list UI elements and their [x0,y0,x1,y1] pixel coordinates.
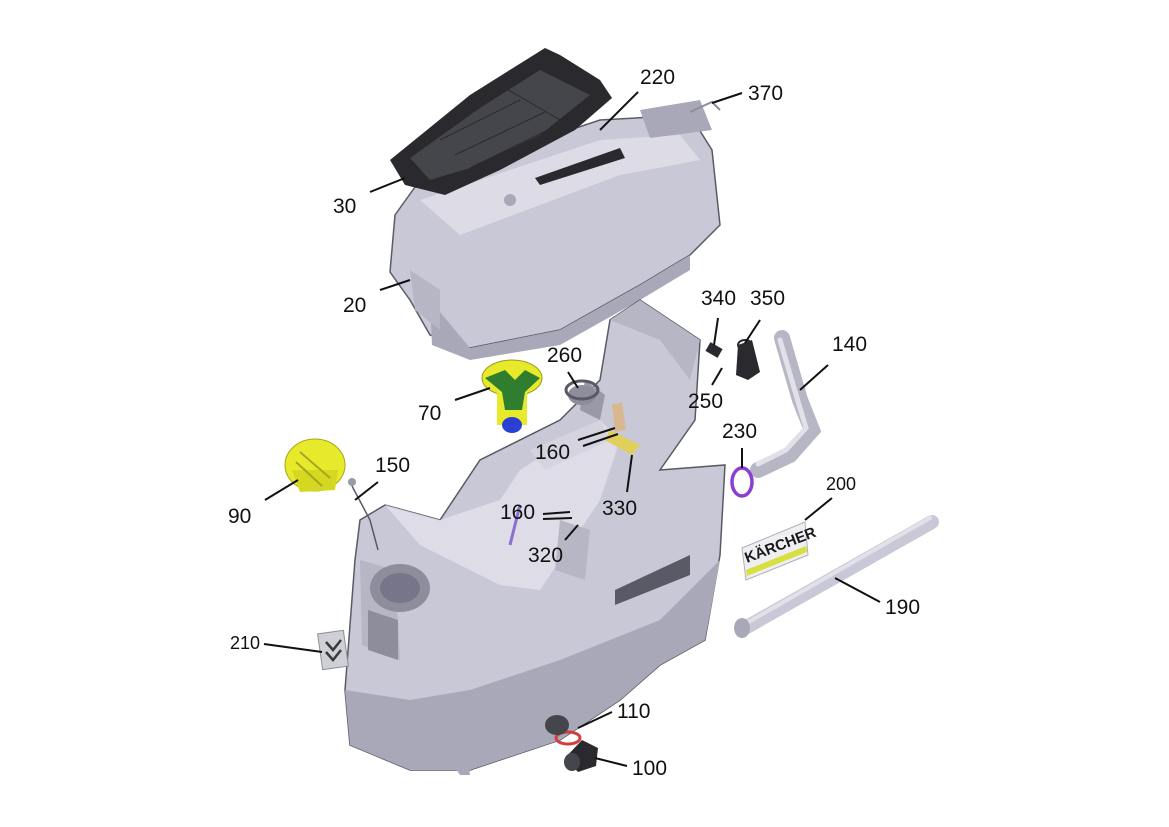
callout-250: 250 [688,390,723,413]
drain-port [545,715,569,735]
connector-part-350 [736,339,760,380]
cap-part-90 [284,438,346,492]
callout-370: 370 [748,82,783,105]
callout-260: 260 [547,344,582,367]
callout-330: 330 [602,497,637,520]
callout-320: 320 [528,544,563,567]
ring-part-260 [564,379,600,401]
float-valve-part-70 [481,359,543,433]
callout-20: 20 [343,294,366,317]
callout-220: 220 [640,66,675,89]
internal-parts [508,380,640,580]
clamp-part-230 [730,466,754,498]
brand-label-part-200: KÄRCHER [741,521,819,581]
lid-part-30 [390,48,612,195]
callout-100: 100 [632,757,667,780]
callout-230: 230 [722,420,757,443]
callout-150: 150 [375,454,410,477]
plug-part-100 [564,740,598,772]
hose-part-140 [750,330,822,478]
callout-340: 340 [701,287,736,310]
callout-190: 190 [885,596,920,619]
callout-labels: 220 370 30 20 340 350 140 260 70 250 230… [228,66,920,780]
callout-200: 200 [826,474,856,494]
callout-160-lower: 160 [500,501,535,524]
callout-140: 140 [832,333,867,356]
callout-30: 30 [333,195,356,218]
seal-part-110 [554,730,582,746]
callout-110: 110 [617,700,650,723]
screw-part-340 [705,342,723,358]
leader-lines [263,91,881,767]
callout-350: 350 [750,287,785,310]
callout-70: 70 [418,402,441,425]
callout-210: 210 [230,633,260,653]
sticker-part-210 [317,629,349,671]
tube-part-190 [734,515,939,638]
callout-160-upper: 160 [535,441,570,464]
callout-90: 90 [228,505,251,528]
